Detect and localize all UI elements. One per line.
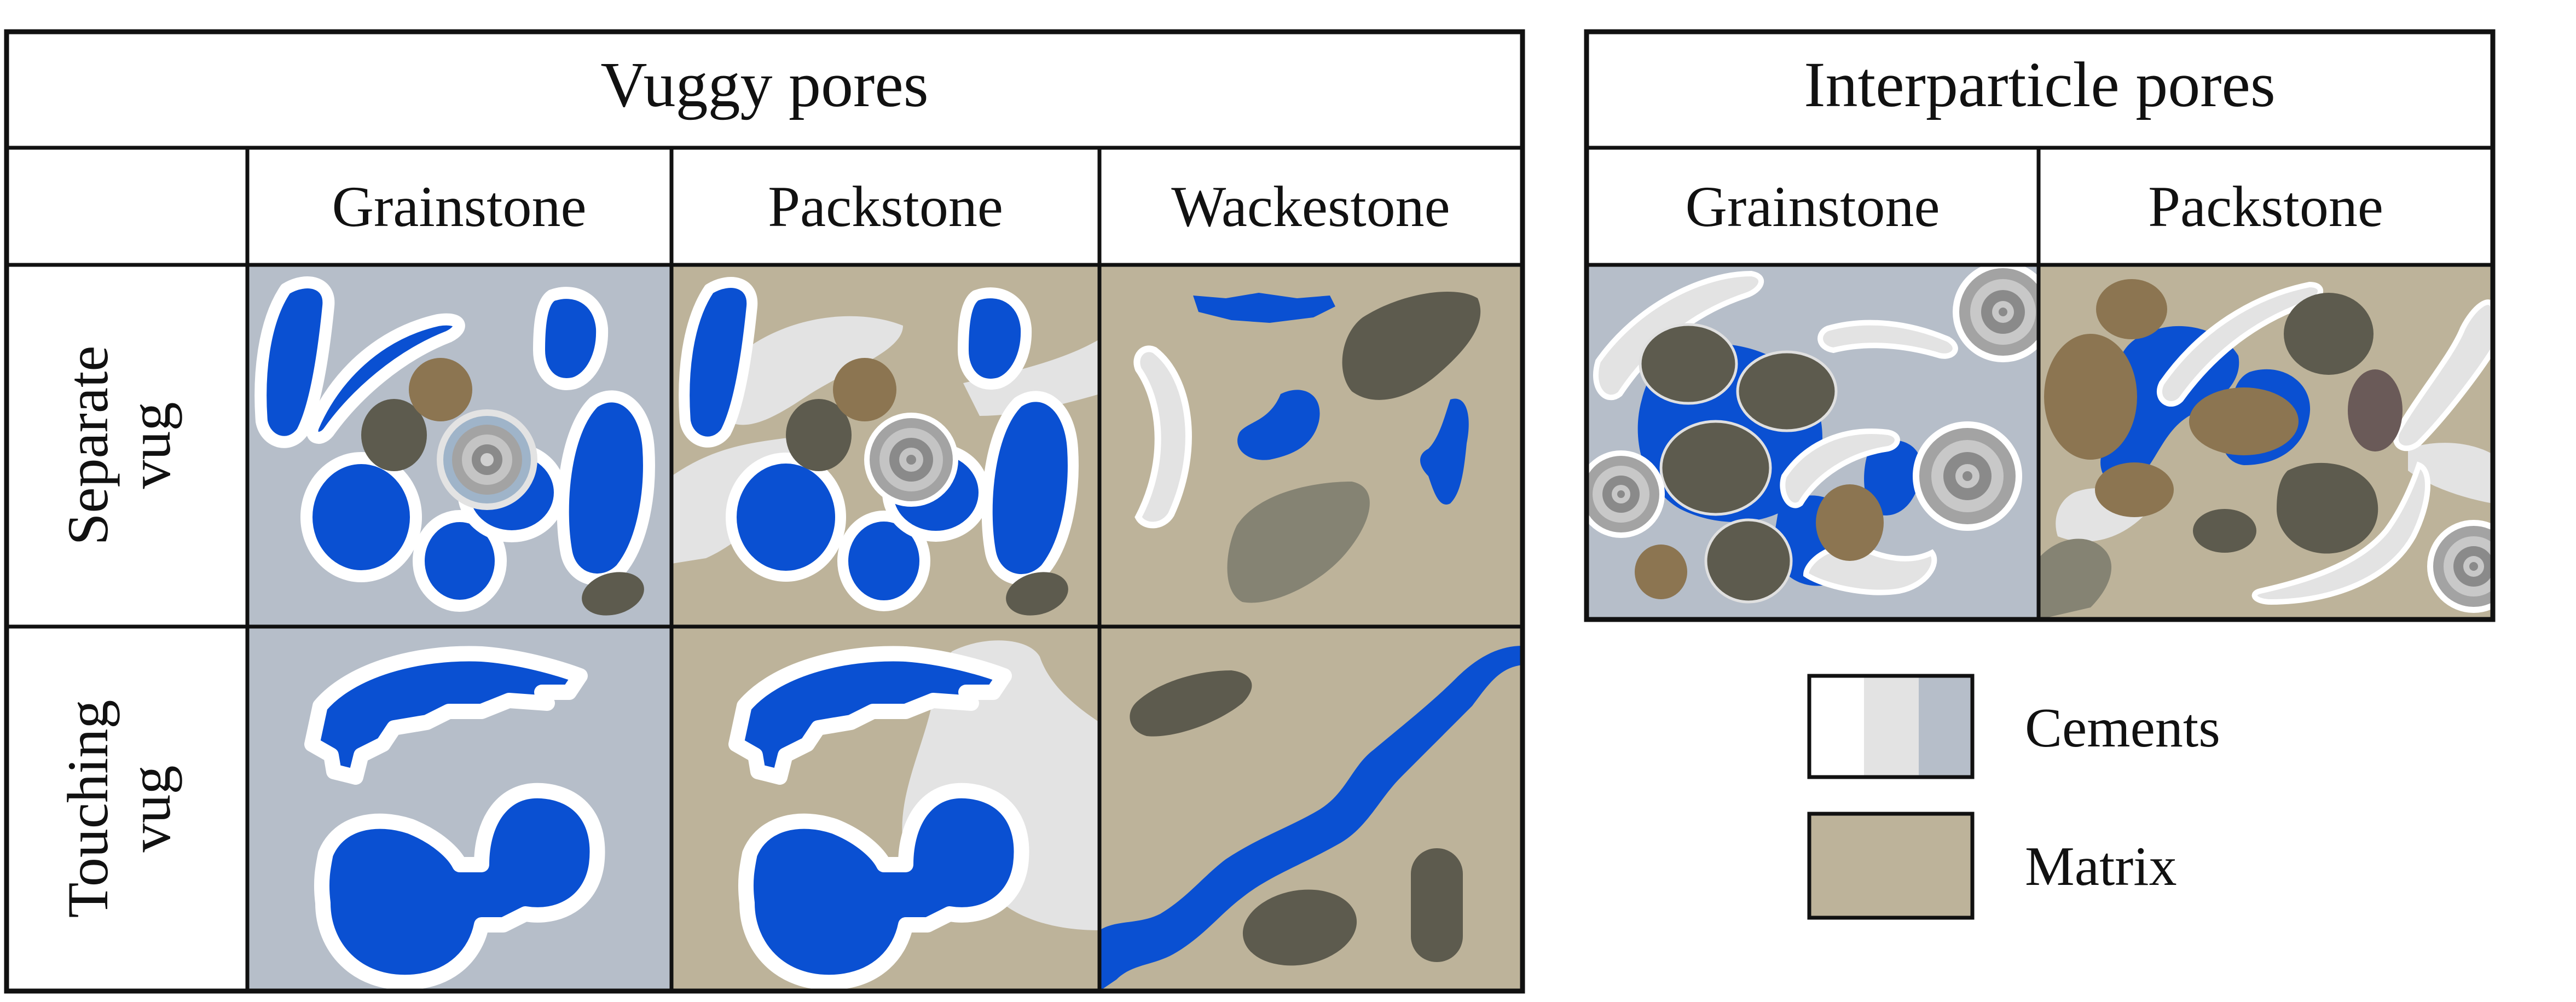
legend: Cements Matrix — [1807, 674, 2220, 920]
panel-touching-wackestone — [1099, 627, 1523, 991]
vuggy-pores-title: Vuggy pores — [600, 49, 928, 120]
panel-touching-grainstone — [247, 627, 672, 991]
panel-touching-packstone — [672, 627, 1099, 991]
row-label-separate-vug: vug — [118, 402, 182, 489]
col-label-wackestone: Wackestone — [1171, 175, 1450, 239]
col-label-grainstone: Grainstone — [332, 175, 586, 239]
panel-separate-packstone — [672, 265, 1099, 627]
row-label-separate: Separate — [56, 346, 120, 546]
legend-swatch-matrix — [1807, 812, 1975, 920]
col-label-packstone: Packstone — [768, 175, 1003, 239]
legend-label-matrix: Matrix — [2025, 836, 2177, 897]
panel-separate-wackestone — [1099, 265, 1523, 627]
ooid-icon — [437, 409, 537, 510]
panel-interparticle-grainstone — [1587, 265, 2039, 619]
interparticle-table: Interparticle pores Grainstone Packstone — [1584, 29, 2496, 622]
interparticle-pores-title: Interparticle pores — [1804, 49, 2276, 120]
vuggy-table: Vuggy pores Grainstone Packstone Wackest… — [4, 29, 1525, 994]
panel-interparticle-packstone — [2039, 265, 2493, 619]
row-label-touching-vug: vug — [118, 766, 182, 853]
col-label-interparticle-packstone: Packstone — [2148, 175, 2383, 239]
ooid-icon — [2427, 520, 2493, 613]
row-label-touching: Touching — [56, 700, 120, 918]
legend-label-cements: Cements — [2025, 697, 2220, 759]
panel-separate-grainstone — [247, 265, 672, 627]
col-label-interparticle-grainstone: Grainstone — [1685, 175, 1940, 239]
ooid-icon — [1953, 265, 2039, 362]
legend-swatch-cements — [1807, 674, 1975, 779]
ooid-icon — [1913, 421, 2022, 531]
ooid-icon — [864, 413, 958, 507]
ooid-icon — [1587, 450, 1665, 538]
